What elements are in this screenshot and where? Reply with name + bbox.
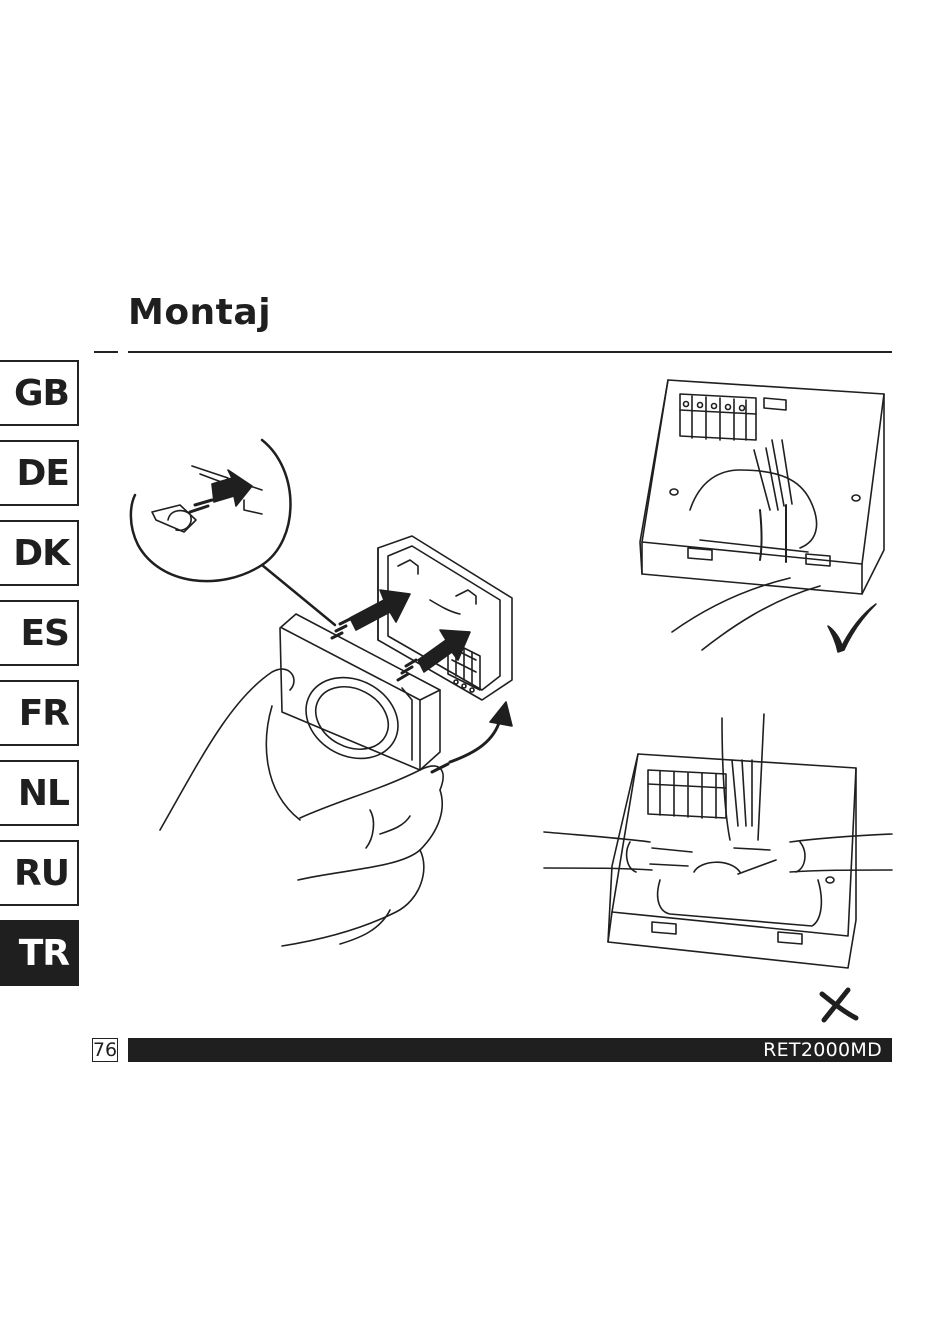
check-mark-icon	[828, 604, 876, 652]
model-name: RET2000MD	[763, 1039, 882, 1061]
thermostat-unit	[280, 614, 440, 774]
zoom-callout	[131, 440, 335, 625]
cross-mark-icon	[822, 990, 856, 1020]
hand	[160, 669, 443, 946]
page-number: 76	[92, 1038, 118, 1062]
correct-wiring-box	[640, 380, 884, 650]
incorrect-wiring-box	[544, 714, 892, 968]
footer-bar: RET2000MD	[128, 1038, 892, 1062]
